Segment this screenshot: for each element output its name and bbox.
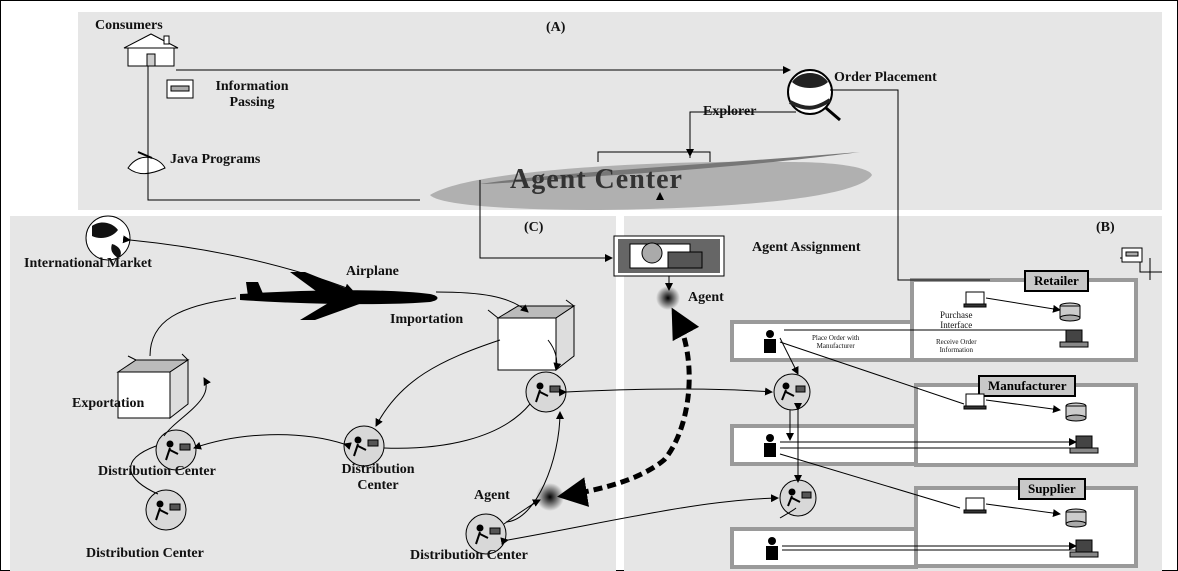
dc-panel-c-left-icon [155, 429, 197, 471]
order-placement-icon [787, 69, 841, 122]
agent-communication-link [557, 307, 700, 507]
java-programs-label: Java Programs [170, 152, 261, 167]
retailer-computer-icon [963, 291, 987, 308]
house-icon [123, 33, 179, 67]
panel-a-label: (A) [546, 20, 566, 35]
importation-label: Importation [390, 312, 464, 327]
agent-assignment-label: Agent Assignment [752, 240, 861, 255]
importation-box-icon [487, 299, 576, 372]
dc-bottom-right-label: Distribution Center [410, 548, 528, 563]
device-icons [963, 247, 1143, 558]
globe-icon [85, 215, 131, 261]
agent-bottom-icon [536, 483, 564, 511]
order-placement-label: Order Placement [834, 70, 937, 85]
manufacturer-label: Manufacturer [978, 375, 1077, 397]
purchase-interface-label: Purchase Interface [940, 310, 973, 330]
supplier-person-icon [766, 537, 778, 560]
retailer-person-icon [764, 330, 776, 353]
place-order-label: Place Order with Manufacturer [812, 334, 860, 350]
dc-panel-c-middle-icon [343, 425, 385, 467]
java-program-icon [127, 151, 166, 175]
international-market-label: International Market [24, 256, 152, 271]
dc-panel-b-bottom-icon [779, 479, 817, 517]
exportation-box-icon [116, 353, 190, 420]
consumers-label: Consumers [95, 18, 163, 33]
retailer-label: Retailer [1024, 270, 1089, 292]
retailer-order-box [730, 320, 914, 362]
dc-panel-c-bottom-left-icon [145, 489, 187, 531]
supplier-database-icon [1065, 508, 1087, 528]
explorer-label: Explorer [703, 104, 757, 119]
panel-a-connectors [147, 66, 990, 281]
agent-top-label: Agent [688, 290, 724, 305]
supplier-computer-icon [963, 497, 987, 514]
panel-b-label: (B) [1096, 220, 1115, 235]
information-passing-label: Information Passing [215, 79, 289, 110]
manufacturer-computer-icon [963, 393, 987, 410]
agent-top-icon [656, 286, 680, 310]
supplier-label: Supplier [1018, 478, 1086, 500]
person-icons [764, 330, 778, 560]
supplier-workstation-icon [1069, 539, 1099, 558]
retailer-database-icon [1059, 302, 1081, 322]
receive-order-information-label: Receive Order Information [936, 338, 977, 354]
dc-left-label: Distribution Center [98, 464, 216, 479]
agent-center-swoosh [430, 152, 872, 210]
agent-center-title: Agent Center [510, 164, 683, 195]
panel-c-label: (C) [524, 220, 544, 235]
agent-assignment-icon [613, 235, 725, 291]
distribution-center-icons [145, 371, 817, 555]
manufacturer-workstation-icon [1069, 435, 1099, 454]
manufacturer-person-icon [764, 434, 776, 457]
dc-bottom-left-label: Distribution Center [86, 546, 204, 561]
dc-panel-b-top-icon [773, 373, 811, 411]
exportation-label: Exportation [72, 396, 145, 411]
panel-c-flows [122, 235, 779, 546]
agent-bottom-label: Agent [474, 488, 510, 503]
dc-panel-c-right-icon [525, 371, 567, 413]
panel-b-corner-computer-icon [1121, 247, 1143, 263]
airplane-label: Airplane [346, 264, 399, 279]
retailer-workstation-icon [1059, 329, 1089, 348]
manufacturer-database-icon [1065, 402, 1087, 422]
manufacturer-order-box [730, 424, 918, 466]
dc-middle-label: Distribution Center [341, 462, 415, 493]
computer-icon [166, 79, 194, 99]
panel-b-network [779, 257, 1162, 551]
